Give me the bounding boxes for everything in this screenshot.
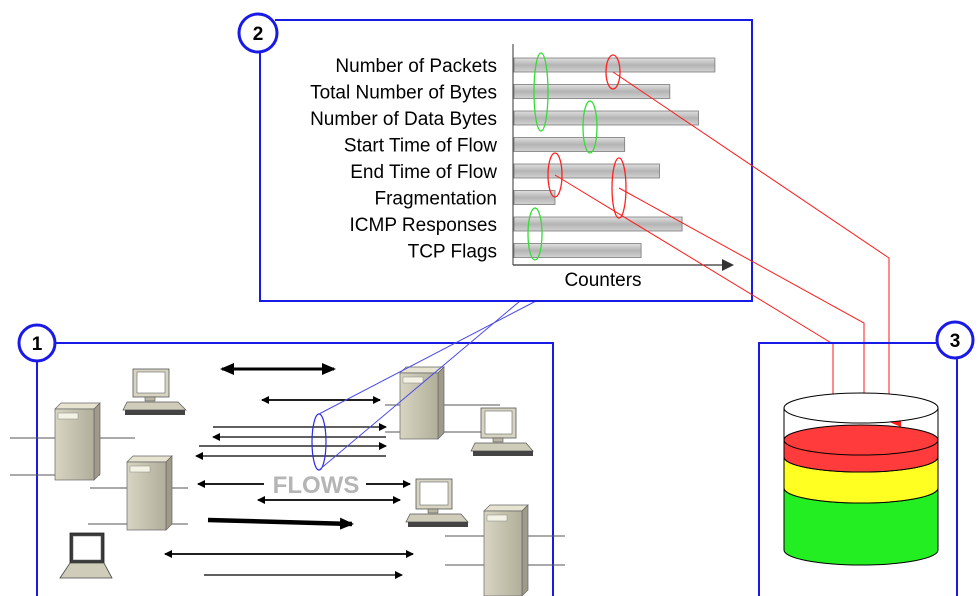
red-marker bbox=[547, 152, 563, 198]
badge-1: 1 bbox=[17, 323, 57, 363]
badge-3-label: 3 bbox=[950, 331, 961, 352]
server-icon bbox=[483, 504, 529, 596]
counter-bar bbox=[513, 84, 671, 99]
badge-2: 2 bbox=[237, 12, 279, 54]
desktop-computer-icon bbox=[405, 478, 469, 527]
red-marker bbox=[611, 157, 627, 219]
network-panel: 1 bbox=[10, 323, 565, 596]
flow-arrows bbox=[164, 363, 414, 579]
database-panel: 3 bbox=[758, 320, 975, 596]
x-axis-label: Counters bbox=[564, 270, 641, 291]
green-marker bbox=[527, 207, 543, 261]
server-icon bbox=[54, 402, 101, 481]
red-marker bbox=[605, 54, 621, 90]
counter-markers bbox=[527, 52, 627, 261]
badge-3: 3 bbox=[935, 320, 975, 360]
badge-2-label: 2 bbox=[253, 24, 264, 45]
counter-label: Start Time of Flow bbox=[344, 136, 497, 157]
server-icon bbox=[126, 455, 173, 531]
zoom-callout-lines bbox=[318, 300, 537, 471]
flows-label: FLOWS bbox=[273, 472, 360, 499]
counter-bar bbox=[513, 243, 642, 258]
counter-label: Total Number of Bytes bbox=[310, 83, 497, 104]
desktop-computer-icon bbox=[122, 368, 187, 415]
counter-label: ICMP Responses bbox=[350, 215, 498, 236]
x-axis-arrowhead bbox=[722, 259, 734, 271]
counter-bar bbox=[513, 163, 660, 179]
laptop-icon bbox=[59, 532, 113, 579]
counter-label: Number of Packets bbox=[335, 56, 497, 77]
flow-selection-ellipse bbox=[311, 413, 327, 471]
counter-label: Fragmentation bbox=[374, 189, 497, 210]
counter-bar bbox=[513, 216, 683, 232]
counter-label: Number of Data Bytes bbox=[310, 109, 497, 130]
counter-bar bbox=[513, 137, 626, 152]
counter-label: End Time of Flow bbox=[350, 162, 497, 183]
green-marker bbox=[533, 52, 549, 132]
badge-1-label: 1 bbox=[32, 334, 43, 355]
counter-bar bbox=[513, 110, 699, 126]
counter-bar bbox=[513, 190, 556, 205]
desktop-computer-icon bbox=[470, 407, 534, 456]
counter-bar bbox=[513, 57, 716, 73]
green-marker bbox=[582, 100, 598, 154]
counter-bars bbox=[513, 57, 716, 258]
database-cylinder-icon bbox=[783, 392, 939, 566]
server-icon bbox=[399, 366, 445, 440]
counter-label: TCP Flags bbox=[408, 242, 497, 263]
